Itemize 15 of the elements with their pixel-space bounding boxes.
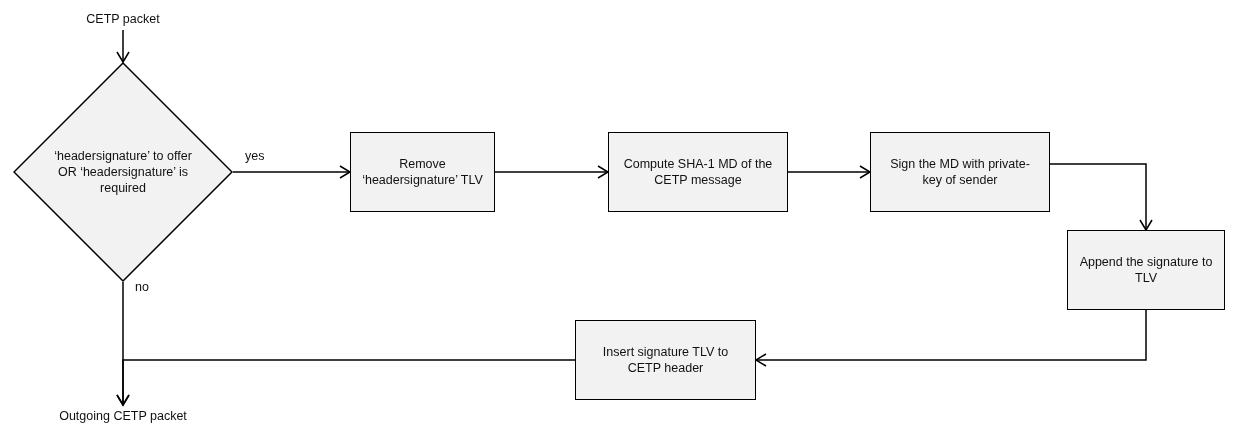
arrow (116, 29, 130, 63)
terminal-label: CETP packet (70, 8, 176, 30)
arrow (755, 309, 1147, 367)
arrow (787, 165, 871, 179)
arrow (116, 281, 130, 406)
decision-text: ‘headersignature’ to offer OR ‘headersignature’ is required (53, 147, 193, 197)
process-box: Append the signature to TLV (1067, 230, 1225, 310)
terminal-label: Outgoing CETP packet (55, 405, 191, 427)
arrow (1049, 163, 1153, 231)
process-box: Compute SHA-1 MD of the CETP message (608, 132, 788, 212)
process-box: Sign the MD with private-key of sender (870, 132, 1050, 212)
arrow (232, 165, 351, 179)
arrow (494, 165, 609, 179)
process-box: Remove ‘headersignature’ TLV (350, 132, 495, 212)
process-box: Insert signature TLV to CETP header (575, 320, 756, 400)
